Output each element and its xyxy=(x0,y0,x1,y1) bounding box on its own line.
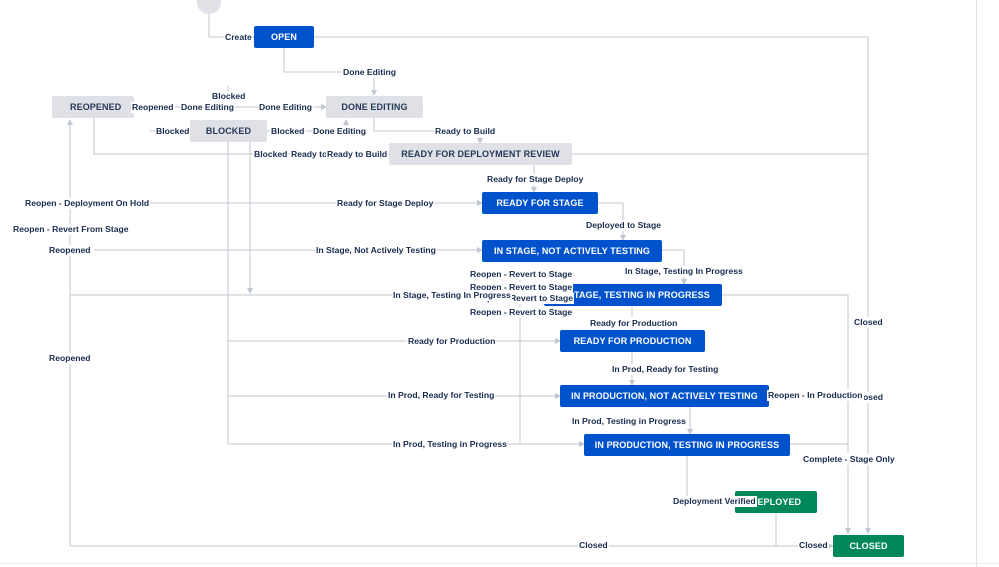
transition-in-stage-testing-in-progress[interactable]: In Stage, Testing In Progress xyxy=(624,266,744,277)
transition-in-prod-ready-for-testing[interactable]: In Prod, Ready for Testing xyxy=(611,364,720,375)
transition-done-editing[interactable]: Done Editing xyxy=(312,126,367,137)
edge-open-done-editing xyxy=(283,48,377,96)
transition-ready-for-stage-deploy[interactable]: Ready for Stage Deploy xyxy=(336,198,435,209)
transition-blocked[interactable]: Blocked xyxy=(211,91,247,102)
edge-testing-closed xyxy=(722,294,851,534)
transition-ready-for-production[interactable]: Ready for Production xyxy=(589,318,679,329)
edge-done-review xyxy=(373,118,483,144)
transition-in-prod-ready-for-testing[interactable]: In Prod, Ready for Testing xyxy=(387,390,496,401)
canvas-bottom-border xyxy=(0,563,999,564)
transition-blocked[interactable]: Blocked xyxy=(253,149,289,160)
transition-ready-for-production[interactable]: Ready for Production xyxy=(407,336,497,347)
status-in-production-testing[interactable]: IN PRODUCTION, TESTING IN PROGRESS xyxy=(584,434,790,456)
status-in-stage-not-testing[interactable]: IN STAGE, NOT ACTIVELY TESTING xyxy=(482,240,662,262)
status-ready-for-deployment-review[interactable]: READY FOR DEPLOYMENT REVIEW xyxy=(389,143,572,165)
start-node xyxy=(197,0,221,14)
status-ready-for-stage[interactable]: READY FOR STAGE xyxy=(482,192,598,214)
transition-in-stage-testing-in-progress[interactable]: In Stage, Testing In Progress xyxy=(392,290,512,301)
status-in-production-not-testing[interactable]: IN PRODUCTION, NOT ACTIVELY TESTING xyxy=(560,385,769,407)
transition-reopen-revert-from-stage[interactable]: Reopen - Revert From Stage xyxy=(12,224,130,235)
transition-reopen-revert-to-stage[interactable]: Reopen - Revert to Stage xyxy=(469,307,574,318)
transition-reopen-revert-to-stage[interactable]: Reopen - Revert to Stage xyxy=(469,282,574,293)
transition-reopened[interactable]: Reopened xyxy=(131,102,175,113)
transition-in-stage-not-actively-testing[interactable]: In Stage, Not Actively Testing xyxy=(315,245,437,256)
transition-closed[interactable]: Closed xyxy=(578,540,609,551)
edge-testing-deployed xyxy=(686,455,736,505)
transition-reopened[interactable]: Reopened xyxy=(48,245,92,256)
transition-closed[interactable]: Closed xyxy=(860,392,884,403)
status-ready-for-production[interactable]: READY FOR PRODUCTION xyxy=(560,330,705,352)
edge-open-closed xyxy=(314,36,871,534)
transition-reopen-revert-to-stage[interactable]: Reopen - Revert to Stage xyxy=(486,293,574,304)
status-closed[interactable]: CLOSED xyxy=(833,535,904,557)
transition-reopen-revert-to-stage[interactable]: Reopen - Revert to Stage xyxy=(469,269,574,280)
transition-closed[interactable]: Closed xyxy=(798,540,829,551)
transition-reopen-deployment-on-hold[interactable]: Reopen - Deployment On Hold xyxy=(24,198,151,209)
transition-done-editing[interactable]: Done Editing xyxy=(258,102,313,113)
status-blocked[interactable]: BLOCKED xyxy=(190,120,267,142)
transition-ready-to-build[interactable]: Ready to Build xyxy=(290,149,328,160)
transition-reopen-in-production[interactable]: Reopen - In Production xyxy=(767,390,864,401)
transition-blocked[interactable]: Blocked xyxy=(155,126,191,137)
transition-done-editing[interactable]: Done Editing xyxy=(180,102,235,113)
status-done-editing[interactable]: DONE EDITING xyxy=(326,96,423,118)
transition-deployment-verified[interactable]: Deployment Verified xyxy=(672,496,757,507)
status-open[interactable]: OPEN xyxy=(254,26,314,48)
status-in-stage-testing[interactable]: IN STAGE, TESTING IN PROGRESS xyxy=(544,284,722,306)
transition-done-editing[interactable]: Done Editing xyxy=(342,67,397,78)
transition-ready-to-build[interactable]: Ready to Build xyxy=(434,126,497,137)
transition-in-prod-testing-in-progress[interactable]: In Prod, Testing in Progress xyxy=(571,416,687,427)
canvas-right-border xyxy=(976,0,977,567)
workflow-canvas: OPEN DONE EDITING REOPENED BLOCKED READY… xyxy=(12,0,904,557)
transition-closed[interactable]: Closed xyxy=(853,317,884,328)
transition-in-prod-testing-in-progress[interactable]: In Prod, Testing in Progress xyxy=(392,439,508,450)
transition-ready-for-stage-deploy[interactable]: Ready for Stage Deploy xyxy=(486,174,585,185)
transition-reopened[interactable]: Reopened xyxy=(48,353,92,364)
transition-complete-stage-only[interactable]: Complete - Stage Only xyxy=(802,454,896,465)
transition-deployed-to-stage[interactable]: Deployed to Stage xyxy=(585,220,662,231)
status-reopened[interactable]: REOPENED xyxy=(52,96,134,118)
transition-ready-to-build[interactable]: Ready to Build xyxy=(326,149,389,160)
transition-blocked[interactable]: Blocked xyxy=(270,126,306,137)
transition-create[interactable]: Create xyxy=(224,32,253,43)
